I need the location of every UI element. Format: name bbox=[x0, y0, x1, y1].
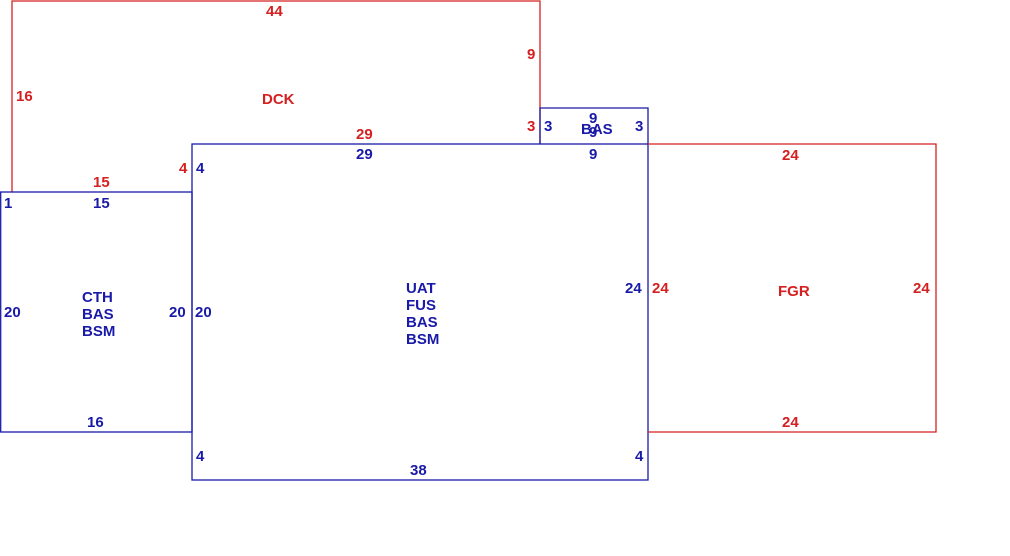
dim-main-right-lower: 4 bbox=[635, 448, 644, 465]
area-label-dck: DCK bbox=[262, 91, 295, 108]
dim-main-left: 20 bbox=[195, 304, 212, 321]
dim-fgr-top: 24 bbox=[782, 147, 799, 164]
dim-dck-right-step: 3 bbox=[527, 118, 535, 135]
dim-bas-right: 3 bbox=[635, 118, 643, 135]
dim-main-left-upper: 4 bbox=[196, 160, 205, 177]
area-label-main: BAS bbox=[406, 314, 438, 331]
polygon-fgr bbox=[648, 143, 937, 433]
dim-main-bottom: 38 bbox=[410, 462, 427, 479]
dim-dck-top: 44 bbox=[266, 3, 283, 20]
dim-dck-bottom-mid: 29 bbox=[356, 126, 373, 143]
area-label-fgr: FGR bbox=[778, 283, 810, 300]
dim-main-right: 24 bbox=[625, 280, 642, 297]
polygon-uat-fus-bas-bsm bbox=[191, 143, 649, 481]
area-label-bas-small: BAS bbox=[581, 121, 613, 138]
dim-fgr-bottom: 24 bbox=[782, 414, 799, 431]
dim-main-left-lower: 4 bbox=[196, 448, 205, 465]
dim-bas-top: 9 bbox=[589, 110, 597, 127]
polygon-dck bbox=[11, 0, 541, 192]
dim-dck-step-vertical: 4 bbox=[179, 160, 188, 177]
area-label-main: UAT bbox=[406, 280, 436, 297]
dim-fgr-left: 24 bbox=[652, 280, 669, 297]
dim-cth-left: 20 bbox=[4, 304, 21, 321]
area-label-cth: CTH bbox=[82, 289, 113, 306]
dim-dck-left: 16 bbox=[16, 88, 33, 105]
dim-bas-bottom-outer: 9 bbox=[589, 146, 597, 163]
dim-fgr-right: 24 bbox=[913, 280, 930, 297]
dim-cth-right: 20 bbox=[169, 304, 186, 321]
dim-dck-bottom-left: 15 bbox=[93, 174, 110, 191]
area-label-main: FUS bbox=[406, 297, 436, 314]
dim-cth-top: 15 bbox=[93, 195, 110, 212]
dim-cth-bottom: 16 bbox=[87, 414, 104, 431]
dim-bas-left: 3 bbox=[544, 118, 552, 135]
area-label-cth: BSM bbox=[82, 323, 115, 340]
polygon-bas-small bbox=[539, 107, 649, 144]
dim-bas-bottom: 9 bbox=[589, 124, 597, 141]
area-label-main: BSM bbox=[406, 331, 439, 348]
dim-main-top: 29 bbox=[356, 146, 373, 163]
area-label-cth: BAS bbox=[82, 306, 114, 323]
dim-dck-right: 9 bbox=[527, 46, 535, 63]
dim-cth-left-upper: 1 bbox=[4, 195, 12, 212]
